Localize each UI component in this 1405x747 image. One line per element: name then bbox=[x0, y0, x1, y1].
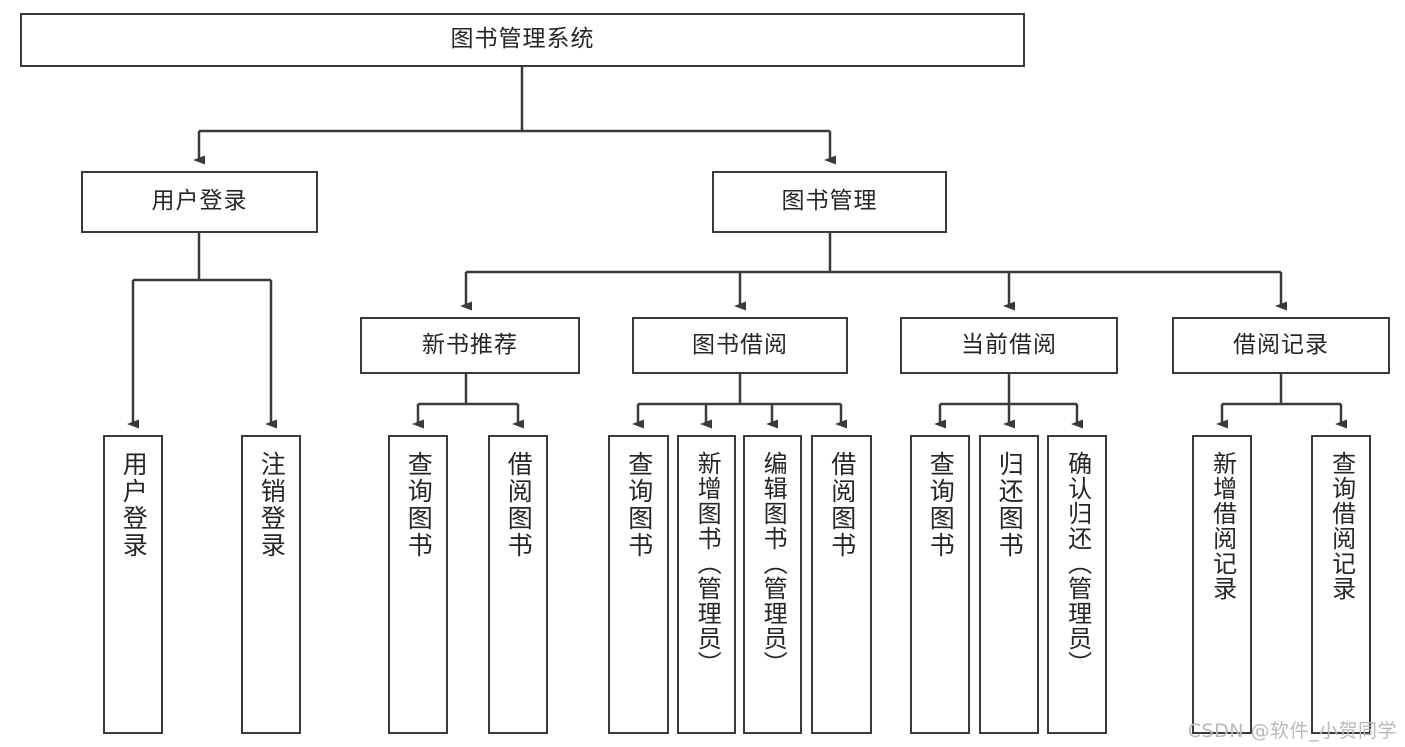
node-user-login[interactable]: 用户登录 bbox=[81, 171, 318, 233]
node-borrow-record[interactable]: 借阅记录 bbox=[1172, 317, 1390, 374]
node-label: 查询图书 bbox=[404, 451, 434, 559]
node-label: 归还图书 bbox=[995, 451, 1025, 559]
node-label: 查询图书 bbox=[624, 451, 654, 559]
node-label: 当前借阅 bbox=[961, 331, 1057, 358]
node-new-book-recommend[interactable]: 新书推荐 bbox=[360, 317, 580, 374]
node-leaf-query-borrow-record[interactable]: 查询借阅记录 bbox=[1311, 435, 1371, 734]
node-leaf-borrow-book-recommend[interactable]: 借阅图书 bbox=[488, 435, 548, 734]
node-label: 借阅图书 bbox=[827, 451, 857, 559]
watermark-text: CSDN @软件_小贺同学 bbox=[1187, 720, 1397, 742]
node-book-borrow[interactable]: 图书借阅 bbox=[632, 317, 848, 374]
node-label: 图书管理系统 bbox=[450, 26, 595, 53]
node-leaf-logout[interactable]: 注销登录 bbox=[241, 435, 301, 734]
node-book-manage[interactable]: 图书管理 bbox=[712, 171, 947, 233]
node-label: 新增借阅记录 bbox=[1208, 451, 1237, 601]
node-label: 图书借阅 bbox=[692, 331, 788, 358]
node-label: 新增图书（管理员） bbox=[693, 451, 722, 676]
node-label: 用户登录 bbox=[151, 188, 248, 215]
node-leaf-add-borrow-record[interactable]: 新增借阅记录 bbox=[1192, 435, 1252, 734]
node-label: 图书管理 bbox=[781, 188, 878, 215]
node-root-system[interactable]: 图书管理系统 bbox=[20, 13, 1025, 67]
node-leaf-query-book-borrow[interactable]: 查询图书 bbox=[608, 435, 669, 734]
node-leaf-return-book[interactable]: 归还图书 bbox=[979, 435, 1039, 734]
node-leaf-add-book-admin[interactable]: 新增图书（管理员） bbox=[677, 435, 736, 734]
node-leaf-borrow-book[interactable]: 借阅图书 bbox=[811, 435, 872, 734]
node-label: 编辑图书（管理员） bbox=[759, 451, 788, 676]
node-label: 注销登录 bbox=[257, 451, 287, 559]
node-label: 新书推荐 bbox=[422, 331, 518, 358]
node-label: 用户登录 bbox=[119, 451, 149, 559]
node-label: 查询借阅记录 bbox=[1327, 451, 1356, 601]
node-leaf-query-book-current[interactable]: 查询图书 bbox=[910, 435, 970, 734]
node-label: 确认归还（管理员） bbox=[1063, 451, 1092, 676]
node-label: 查询图书 bbox=[926, 451, 956, 559]
node-leaf-edit-book-admin[interactable]: 编辑图书（管理员） bbox=[743, 435, 802, 734]
node-current-borrow[interactable]: 当前借阅 bbox=[900, 317, 1118, 374]
node-label: 借阅记录 bbox=[1233, 331, 1329, 358]
node-label: 借阅图书 bbox=[504, 451, 534, 559]
node-leaf-query-book-recommend[interactable]: 查询图书 bbox=[388, 435, 448, 734]
node-leaf-user-login[interactable]: 用户登录 bbox=[103, 435, 163, 734]
node-leaf-confirm-return-admin[interactable]: 确认归还（管理员） bbox=[1047, 435, 1107, 734]
